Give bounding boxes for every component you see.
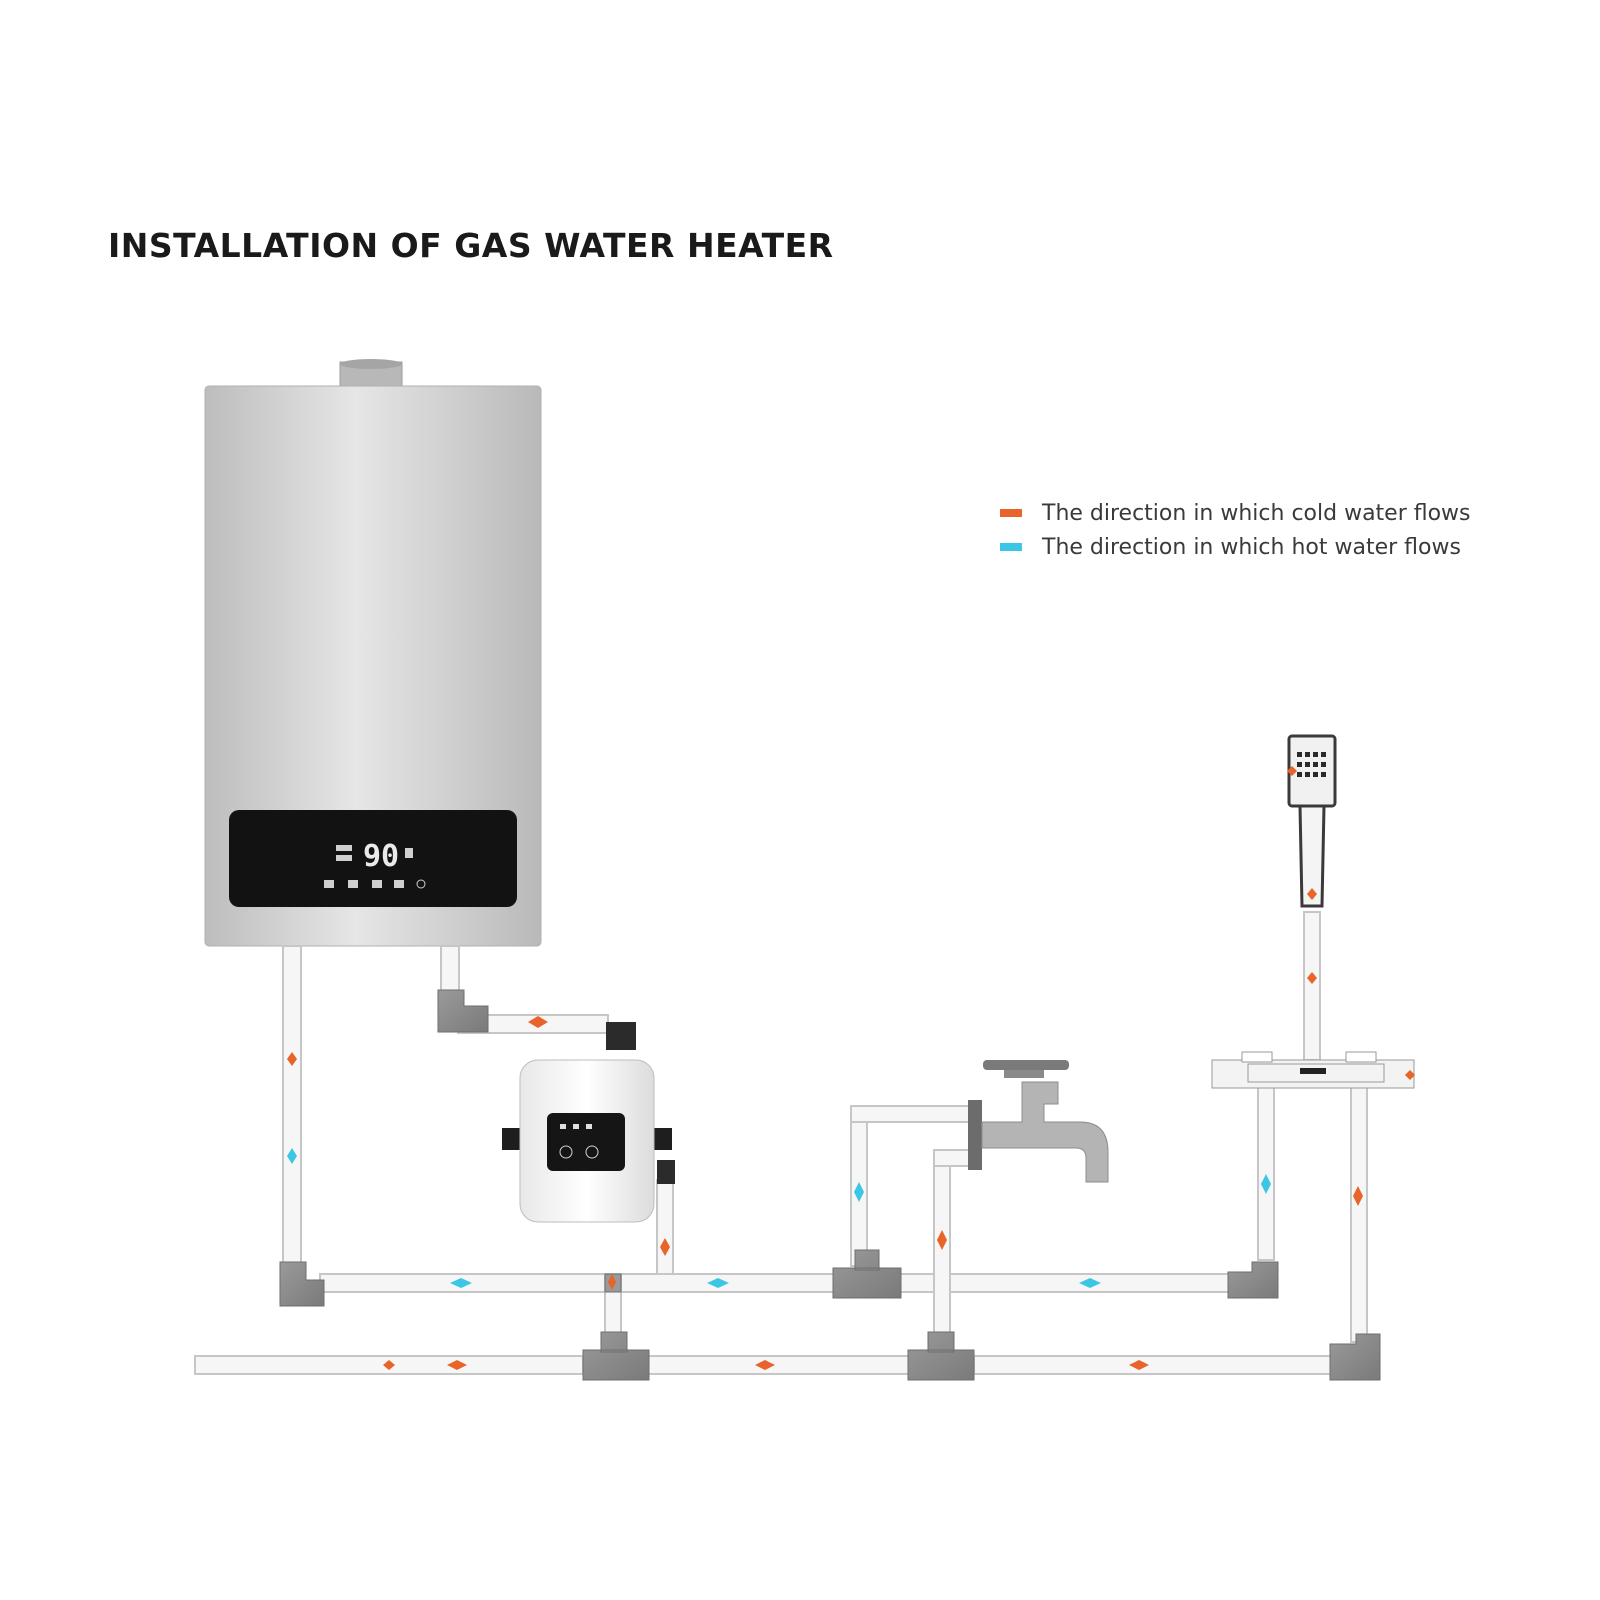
faucet [968, 1060, 1109, 1183]
panel-indicator-icon [336, 845, 352, 851]
legend: The direction in which cold water flows … [1000, 496, 1471, 564]
pump-indicator-icon [573, 1124, 579, 1129]
pump-indicator-icon [560, 1124, 566, 1129]
cold-flow-marker [1307, 888, 1317, 900]
pipe-cold-main-c [973, 1355, 1337, 1375]
pipe-shower-riser [1303, 911, 1321, 1061]
cold-flow-marker [383, 1360, 395, 1370]
cold-flow-marker [660, 1238, 670, 1256]
shower-head-nozzles [1297, 752, 1326, 777]
cold-flow-marker [1405, 1070, 1415, 1080]
panel-button-icon[interactable] [348, 880, 358, 888]
heater-panel-buttons [324, 845, 426, 889]
handheld-shower [1287, 734, 1337, 908]
hot-flow-marker [450, 1278, 472, 1288]
pipe-hot-main-a [319, 1273, 841, 1293]
hot-flow-marker [1079, 1278, 1101, 1288]
elbow-fitting [437, 989, 489, 1033]
pipe-mixer-hot-up [1257, 1079, 1275, 1261]
cold-flow-marker [608, 1274, 616, 1290]
circulation-pump [502, 1022, 675, 1223]
pump-indicator-icon [586, 1124, 592, 1129]
pump-outlet-connector [657, 1160, 675, 1184]
flue-pipe-top [340, 359, 402, 369]
mixer-front-plate [1247, 1063, 1385, 1083]
hot-flow-marker [287, 1148, 297, 1164]
legend-item-cold: The direction in which cold water flows [1000, 496, 1471, 530]
hot-flow-marker [707, 1278, 729, 1288]
cold-flow-marker [1307, 972, 1317, 984]
pump-power-icon[interactable] [559, 1145, 573, 1159]
cold-flow-marker [1287, 766, 1297, 776]
faucet-handle[interactable] [983, 1060, 1069, 1070]
shower-mixer [1211, 1051, 1415, 1089]
mixer-outlet-slot [1300, 1068, 1326, 1074]
hot-flow-marker-icon [1000, 543, 1022, 551]
gas-water-heater: 90 [204, 359, 542, 947]
pipe-network [194, 911, 1368, 1375]
diagram-title: INSTALLATION OF GAS WATER HEATER [108, 226, 834, 265]
shower-handle [1298, 804, 1326, 908]
legend-item-hot: The direction in which hot water flows [1000, 530, 1471, 564]
flow-markers [287, 766, 1415, 1370]
legend-label-hot: The direction in which hot water flows [1042, 534, 1461, 560]
pump-mount-right [650, 1128, 672, 1150]
cold-flow-marker [287, 1052, 297, 1066]
panel-unit-icon [405, 848, 413, 858]
cold-flow-marker [1129, 1360, 1149, 1370]
hot-flow-marker [854, 1182, 864, 1202]
tee-fitting [832, 1249, 902, 1299]
tee-fitting [582, 1331, 650, 1381]
elbow-fitting [279, 1261, 325, 1307]
cold-flow-marker [447, 1360, 467, 1370]
pipe-pump-outlet [656, 1179, 674, 1281]
panel-power-icon[interactable] [416, 879, 426, 889]
panel-button-icon[interactable] [324, 880, 334, 888]
cold-flow-marker [937, 1230, 947, 1250]
pipe-heater-left-down [282, 945, 302, 1277]
panel-indicator-icon [336, 855, 352, 861]
faucet-wall-flange [968, 1100, 982, 1170]
elbow-fitting [1227, 1261, 1279, 1299]
panel-button-icon[interactable] [372, 880, 382, 888]
pipe-faucet-hot-top [850, 1105, 972, 1123]
pump-control-panel [547, 1113, 625, 1171]
cold-flow-marker [755, 1360, 775, 1370]
cold-flow-marker [1353, 1186, 1363, 1206]
panel-button-icon[interactable] [394, 880, 404, 888]
hot-flow-marker [1261, 1174, 1271, 1194]
cold-flow-marker [528, 1016, 548, 1028]
mixer-knob-left[interactable] [1241, 1051, 1273, 1063]
cold-flow-marker-icon [1000, 509, 1022, 517]
elbow-fitting [1329, 1333, 1381, 1381]
pump-inlet-connector [606, 1022, 636, 1050]
heater-temperature-display: 90 [363, 839, 399, 874]
pipe-fittings [279, 989, 1381, 1381]
pump-mode-icon[interactable] [585, 1145, 599, 1159]
legend-label-cold: The direction in which cold water flows [1042, 500, 1471, 526]
pipe-cold-main-b [645, 1355, 912, 1375]
mixer-knob-right[interactable] [1345, 1051, 1377, 1063]
heater-control-panel [229, 810, 517, 907]
faucet-spout [981, 1081, 1109, 1183]
tee-fitting [907, 1331, 975, 1381]
heater-body [204, 385, 542, 947]
pipe-mixer-cold-up [1350, 1079, 1368, 1343]
